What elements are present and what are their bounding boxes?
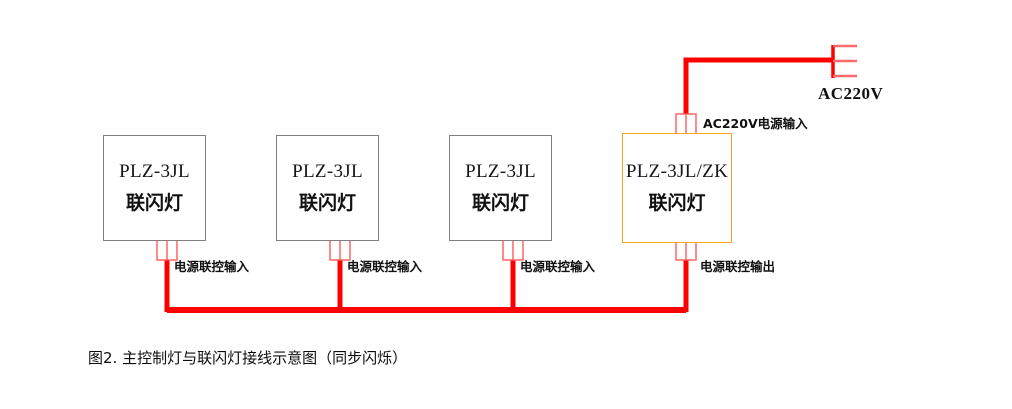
- lamp-unit-4-model: PLZ-3JL/ZK: [625, 161, 729, 183]
- port-label-unit-2: 电源联控输入: [347, 259, 423, 274]
- lamp-unit-3[interactable]: PLZ-3JL 联闪灯: [449, 135, 552, 241]
- terminal-connector-unit-4-input: [675, 113, 697, 135]
- lamp-unit-4-master[interactable]: PLZ-3JL/ZK 联闪灯: [622, 133, 732, 243]
- figure-caption: 图2. 主控制灯与联闪灯接线示意图（同步闪烁）: [88, 349, 408, 367]
- mains-input-label: AC220V电源输入: [703, 116, 808, 131]
- mains-feed-wire: [683, 57, 833, 133]
- port-label-unit-4: 电源联控输出: [700, 259, 776, 274]
- lamp-unit-2[interactable]: PLZ-3JL 联闪灯: [276, 135, 379, 241]
- lamp-unit-1[interactable]: PLZ-3JL 联闪灯: [103, 135, 206, 241]
- terminal-connector-unit-1: [156, 239, 178, 261]
- lamp-unit-1-name: 联闪灯: [125, 192, 183, 215]
- power-plug-icon: [831, 44, 857, 78]
- lamp-unit-2-model: PLZ-3JL: [292, 161, 363, 183]
- mains-voltage-label: AC220V: [818, 84, 884, 103]
- port-label-unit-3: 电源联控输入: [520, 259, 596, 274]
- lamp-unit-3-name: 联闪灯: [471, 192, 529, 215]
- terminal-connector-unit-2: [329, 239, 351, 261]
- lamp-unit-1-model: PLZ-3JL: [119, 161, 190, 183]
- lamp-unit-4-name: 联闪灯: [648, 192, 706, 215]
- port-label-unit-1: 电源联控输入: [174, 259, 250, 274]
- lamp-unit-3-model: PLZ-3JL: [465, 161, 536, 183]
- terminal-connector-unit-4-output: [675, 239, 697, 261]
- lamp-unit-2-name: 联闪灯: [298, 192, 356, 215]
